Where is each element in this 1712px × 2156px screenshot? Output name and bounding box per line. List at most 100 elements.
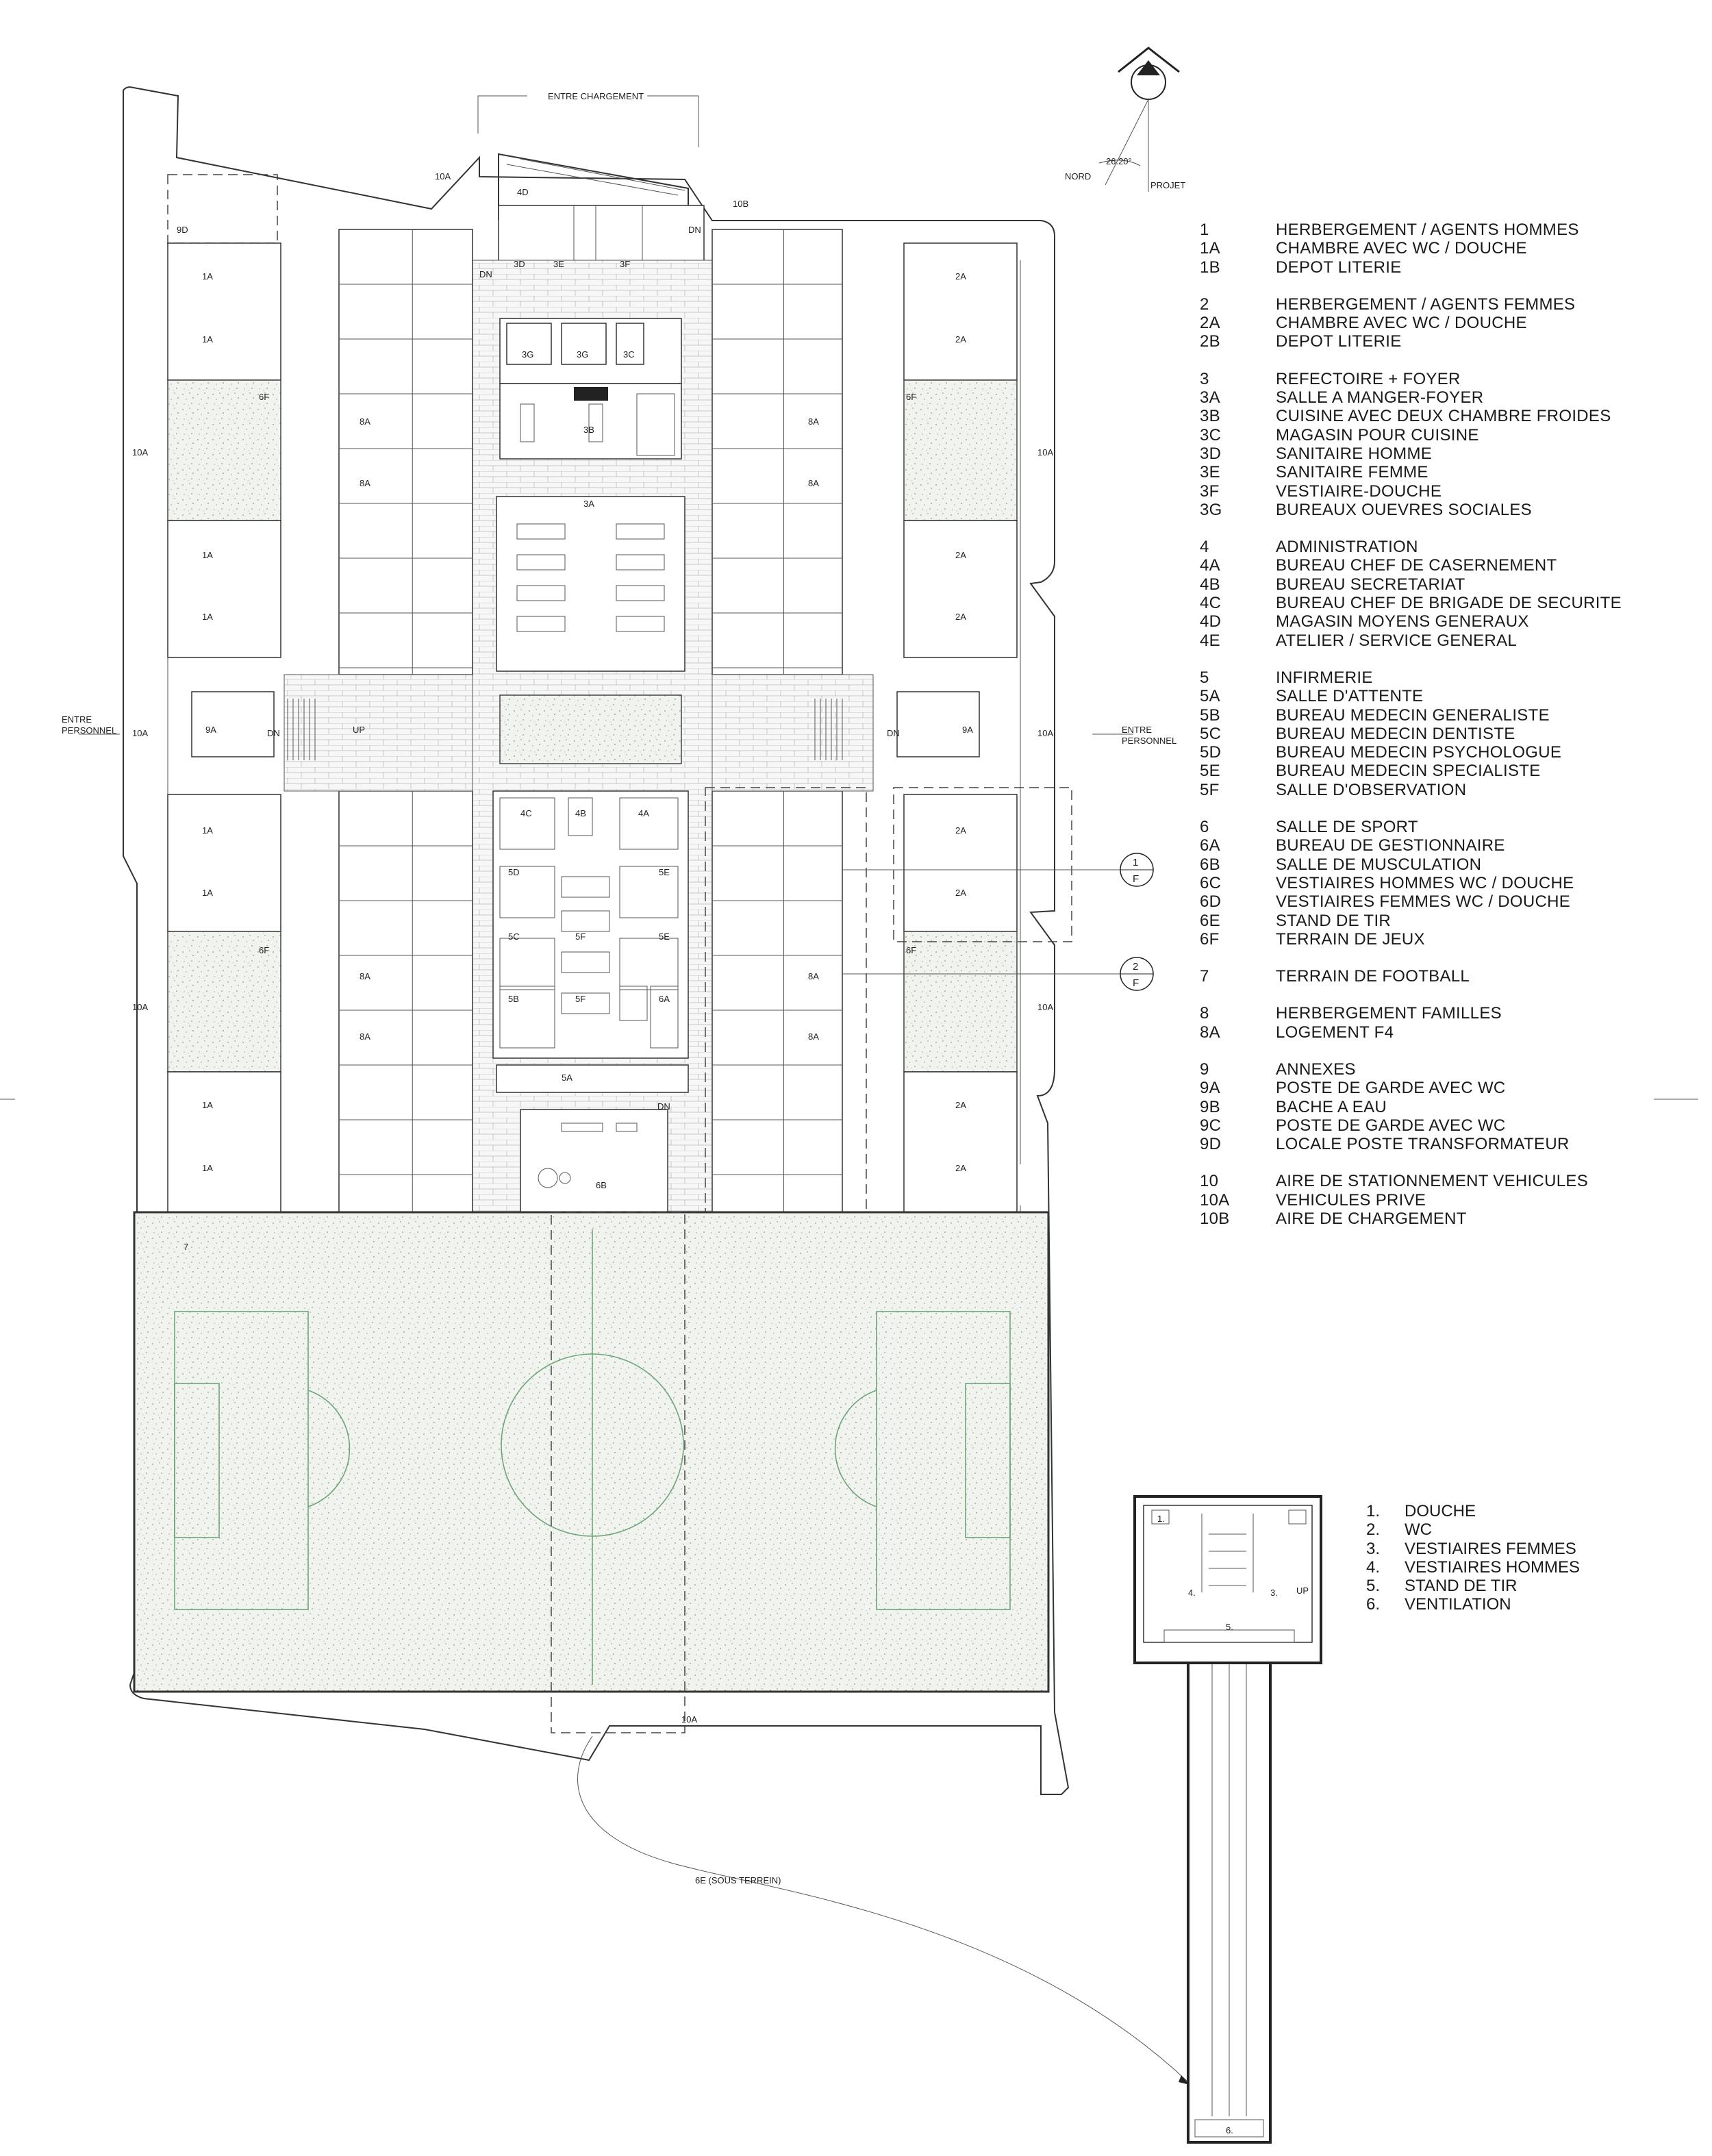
legend-code: 4C <box>1200 594 1222 613</box>
legend-label: POSTE DE GARDE AVEC WC <box>1276 1079 1506 1098</box>
legend-code: 1A <box>1200 239 1220 258</box>
legend-code: 9C <box>1200 1116 1222 1135</box>
tag-8a: 8A <box>808 416 819 427</box>
waiting-5a <box>496 1064 689 1093</box>
legend-code: 3G <box>1200 500 1222 519</box>
tag-4d: 4D <box>517 187 529 197</box>
legend-label: VESTIAIRES FEMMES WC / DOUCHE <box>1276 892 1571 912</box>
legend-label: POSTE DE GARDE AVEC WC <box>1276 1116 1506 1135</box>
kitchen-counter <box>588 403 603 442</box>
site-outline <box>123 86 1070 1795</box>
legend-label: VEHICULES PRIVE <box>1276 1190 1426 1209</box>
dorm-1a-north <box>167 242 281 381</box>
tag-2a: 2A <box>955 334 966 344</box>
range-legend-label: VESTIAIRES HOMMES <box>1405 1557 1581 1577</box>
tag-3g: 3G <box>577 349 588 360</box>
tag-5a: 5A <box>562 1073 572 1083</box>
tag-5f: 5F <box>575 931 586 942</box>
range-legend-label: DOUCHE <box>1405 1502 1476 1520</box>
west-housing-8a-north <box>338 229 473 675</box>
range-legend-label: VENTILATION <box>1405 1595 1511 1614</box>
cold-room <box>636 393 675 456</box>
dorm-1a-bottom <box>167 1071 281 1213</box>
legend-code: 10A <box>1200 1190 1230 1209</box>
range-legend-code: 1. <box>1366 1502 1381 1520</box>
pitch-markings <box>174 1229 1011 1685</box>
legend-code: 4D <box>1200 612 1222 631</box>
legend-label: HERBERGEMENT / AGENTS FEMMES <box>1276 294 1576 314</box>
label-nord: NORD <box>1065 171 1091 181</box>
tag-5d: 5D <box>508 867 520 877</box>
north-arrow <box>1098 47 1180 192</box>
legend-label: BUREAU MEDECIN SPECIALISTE <box>1276 762 1541 781</box>
range-tag-6: 6. <box>1226 2125 1233 2135</box>
range-legend-code: 4. <box>1366 1557 1381 1577</box>
guard-9a-east <box>896 691 980 757</box>
gym-equipment <box>538 1123 638 1188</box>
tag-6f: 6F <box>906 945 916 955</box>
legend-code: 3E <box>1200 463 1220 482</box>
legend-label: BUREAU SECRETARIAT <box>1276 575 1465 594</box>
office-3g-1 <box>506 323 552 365</box>
cooker <box>574 387 608 401</box>
range-legend-code: 5. <box>1366 1577 1381 1596</box>
legend-code: 2A <box>1200 314 1220 333</box>
legend-label: SALLE D'ATTENTE <box>1276 687 1424 706</box>
block-admin-infirmary <box>492 790 689 1059</box>
legend-code: 9D <box>1200 1135 1222 1154</box>
tag-10a: 10A <box>1037 1002 1053 1012</box>
legend-row: 10A VEHICULES PRIVE <box>1200 1191 1693 1209</box>
legend-code: 3A <box>1200 388 1220 408</box>
legend-code: 5F <box>1200 780 1220 799</box>
legend-code: 3D <box>1200 444 1222 463</box>
legend-label: AIRE DE CHARGEMENT <box>1276 1209 1467 1229</box>
tag-8a: 8A <box>808 478 819 488</box>
dining-tables <box>516 523 665 632</box>
legend-label: TERRAIN DE FOOTBALL <box>1276 967 1470 986</box>
range-tag-3: 3. <box>1270 1588 1278 1598</box>
legend-label: DEPOT LITERIE <box>1276 258 1402 277</box>
tag-6f: 6F <box>259 945 269 955</box>
legend-code: 9 <box>1200 1060 1209 1079</box>
range-legend-code: 3. <box>1366 1539 1381 1558</box>
legend-label: MAGASIN POUR CUISINE <box>1276 425 1479 444</box>
legend-label: INFIRMERIE <box>1276 668 1373 687</box>
tag-1a: 1A <box>202 271 213 281</box>
west-dorm-column <box>167 242 281 1213</box>
tag-9a: 9A <box>205 725 216 735</box>
dorm-2a-bottom <box>903 1071 1018 1213</box>
legend-label: REFECTOIRE + FOYER <box>1276 369 1461 388</box>
tag-8a: 8A <box>360 971 370 981</box>
admin-partitions <box>499 797 679 1049</box>
tag-1a: 1A <box>202 334 213 344</box>
tag-10a: 10A <box>132 1002 148 1012</box>
tag-3d: 3D <box>514 259 525 269</box>
tag-1a: 1A <box>202 1100 213 1110</box>
tag-6f: 6F <box>259 392 269 402</box>
tag-6a: 6A <box>659 994 670 1004</box>
label-dn: DN <box>887 728 900 738</box>
tag-2a: 2A <box>955 888 966 898</box>
legend-label: VESTIAIRES HOMMES WC / DOUCHE <box>1276 873 1574 892</box>
label-dn: DN <box>479 269 492 279</box>
legend-label: MAGASIN MOYENS GENERAUX <box>1276 612 1529 631</box>
